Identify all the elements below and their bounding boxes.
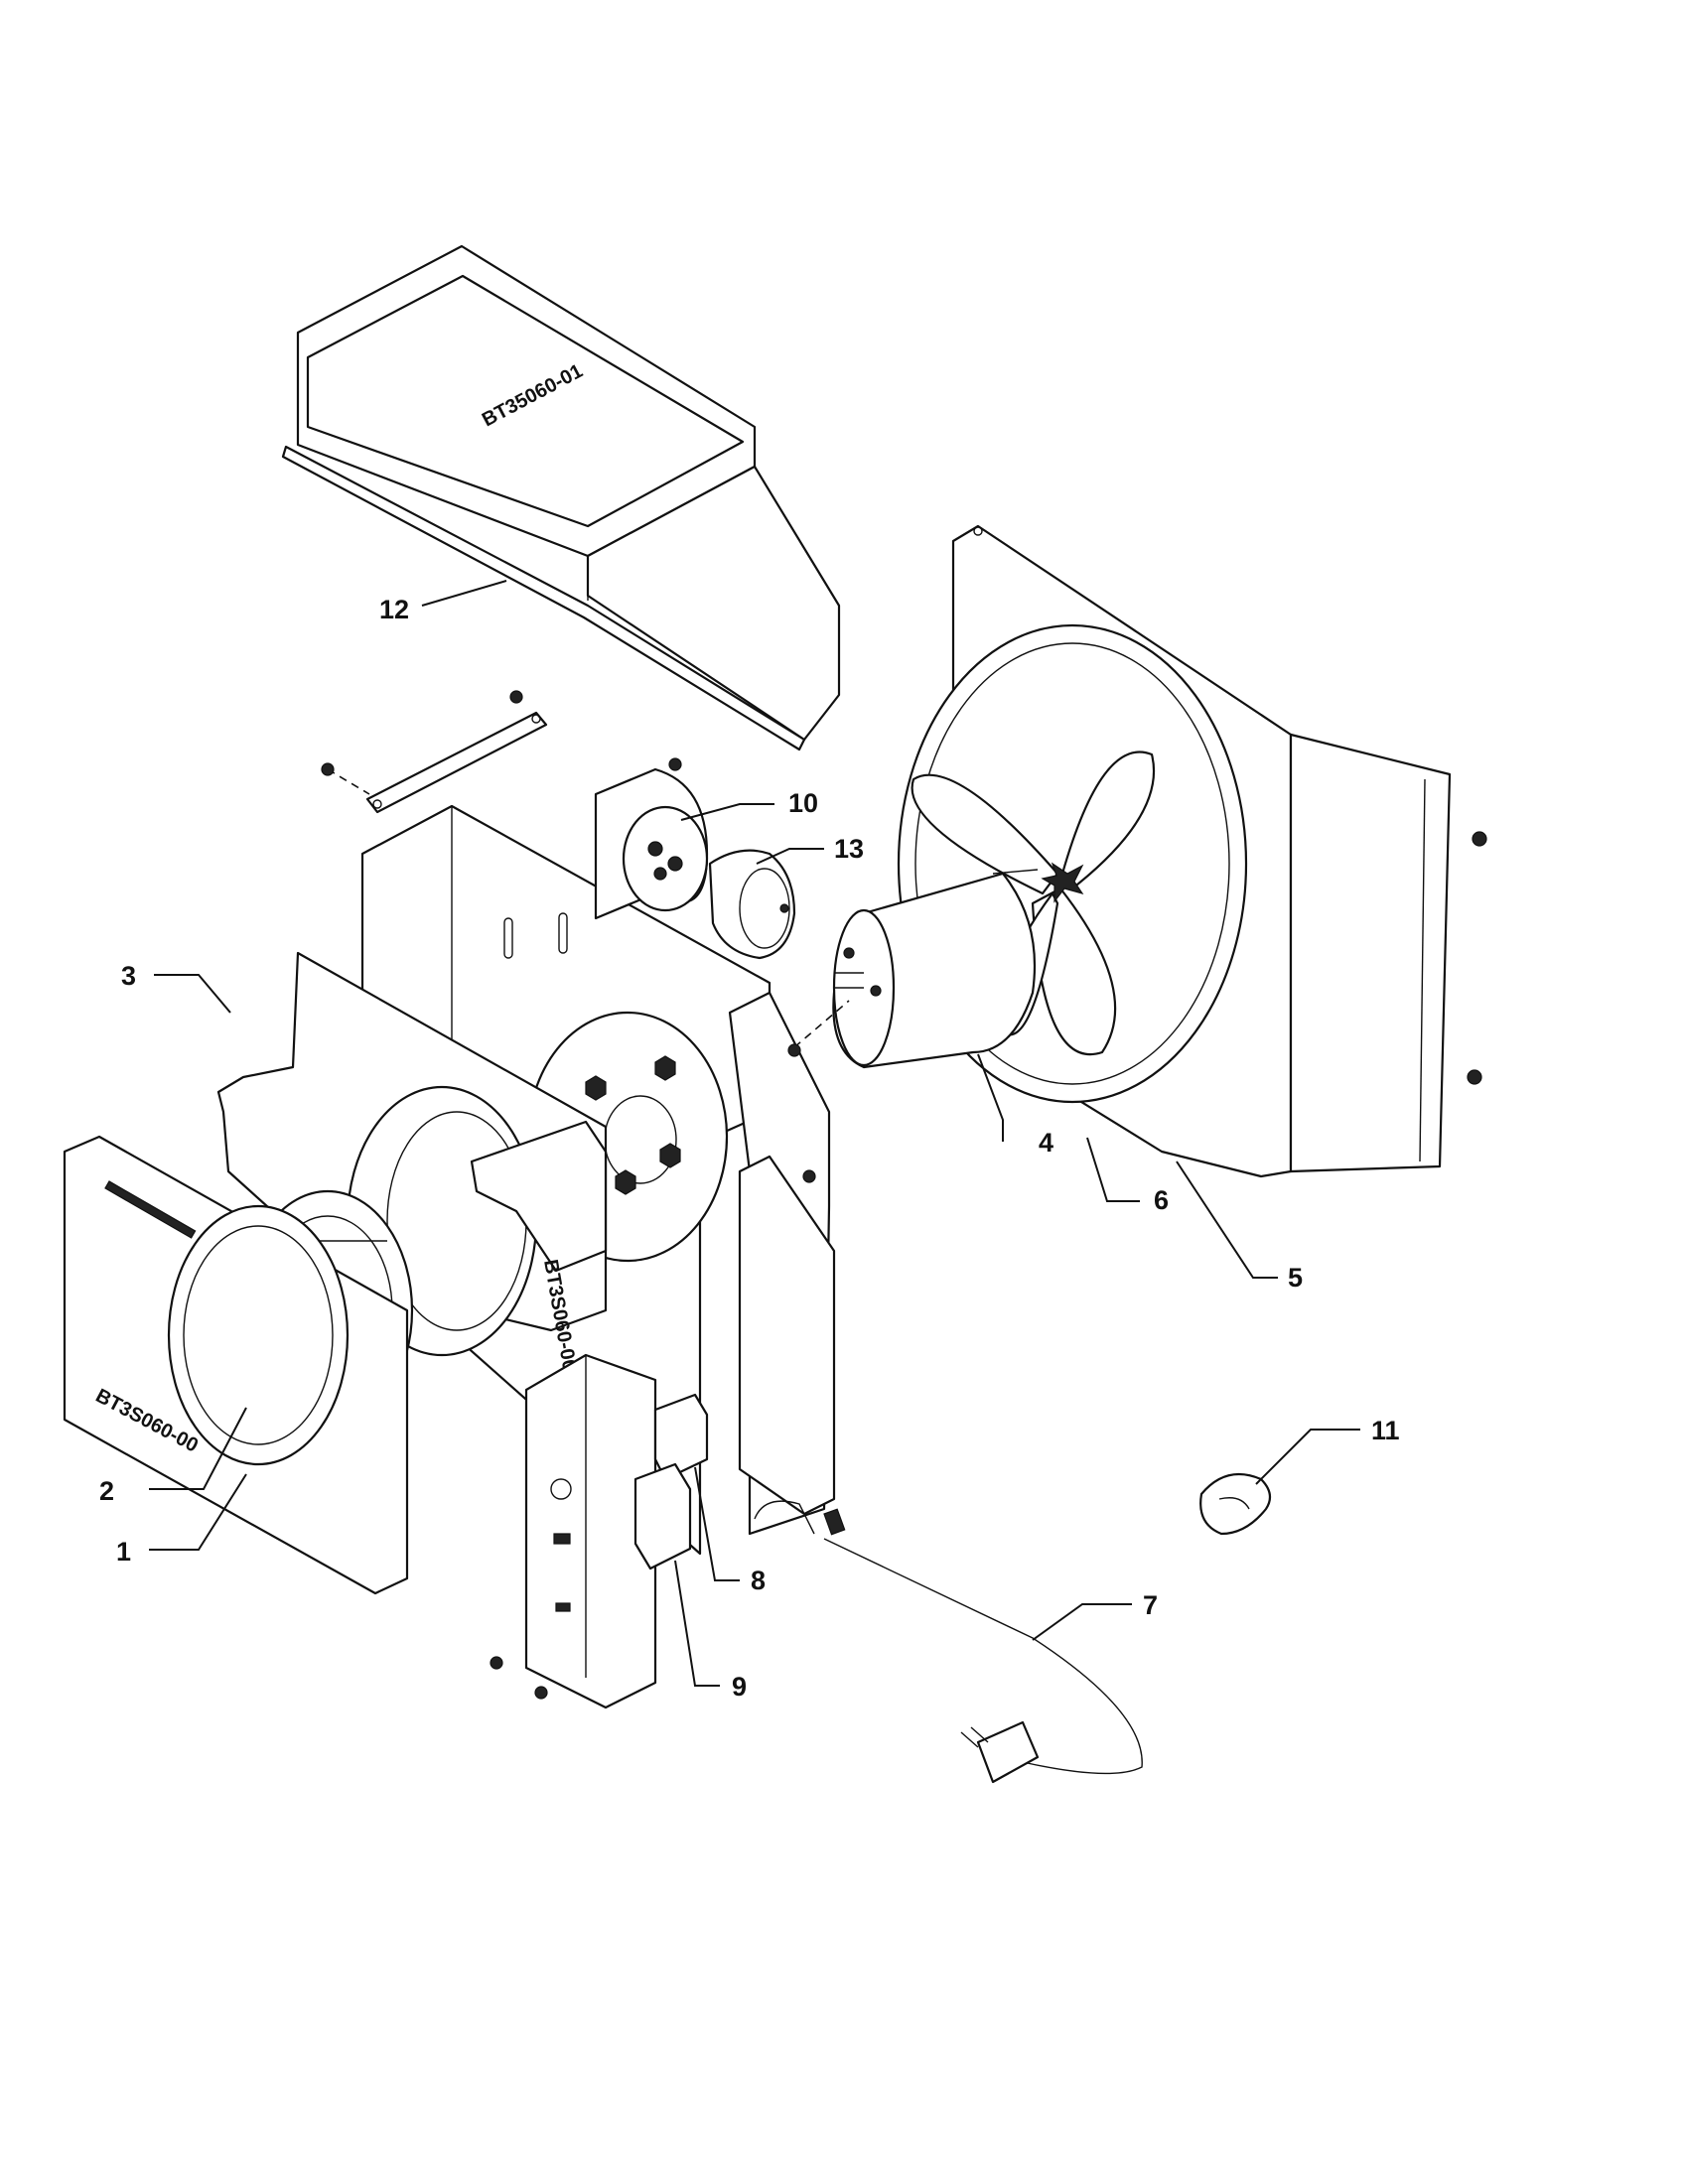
screw-icon [490, 1656, 503, 1670]
nut-icon [615, 1169, 636, 1195]
bulkhead-bracket [738, 1155, 836, 1516]
callout-11: 11 [1371, 1416, 1400, 1445]
callout-5: 5 [1288, 1263, 1303, 1293]
callout-1: 1 [116, 1537, 131, 1567]
callout-13: 13 [834, 834, 864, 864]
part-13-motor-cap [708, 849, 796, 960]
callout-leaders [149, 580, 1360, 1687]
part-4-fan-motor [787, 869, 1039, 1069]
callout-10: 10 [788, 788, 818, 818]
callout-7: 7 [1143, 1590, 1158, 1620]
screw-icon [321, 762, 335, 776]
screw-icon [668, 757, 682, 771]
nut-icon [654, 1055, 676, 1081]
callout-9: 9 [732, 1672, 747, 1702]
mounting-strap [321, 690, 548, 814]
control-panel [490, 1353, 709, 1709]
callout-2: 2 [99, 1476, 114, 1506]
screw-icon [509, 690, 523, 704]
nut-icon [659, 1143, 681, 1168]
part-6-fan-blade [911, 751, 1156, 1056]
screw-icon [1467, 1069, 1482, 1085]
callout-8: 8 [751, 1566, 766, 1595]
screw-icon [534, 1686, 548, 1700]
nut-icon [585, 1075, 607, 1101]
screw-icon [802, 1169, 816, 1183]
part-9-switch [633, 1462, 692, 1570]
callout-labels: 12 3 2 1 10 13 4 6 5 11 8 7 9 [99, 595, 1400, 1702]
part-8-switch [653, 1393, 709, 1481]
part-10-capacitor [594, 757, 709, 920]
callout-6: 6 [1154, 1185, 1169, 1215]
callout-3: 3 [121, 961, 136, 991]
screw-icon [787, 1043, 801, 1057]
part-11-clip [1199, 1472, 1272, 1536]
callout-12: 12 [379, 595, 409, 624]
screw-icon [1472, 831, 1487, 847]
part-1-front-panel: BT3S060-00 [63, 1135, 409, 1595]
part-12-duct: BT35060-01 [281, 244, 841, 751]
callout-4: 4 [1039, 1128, 1053, 1158]
part-7-power-cord [754, 1500, 1143, 1784]
